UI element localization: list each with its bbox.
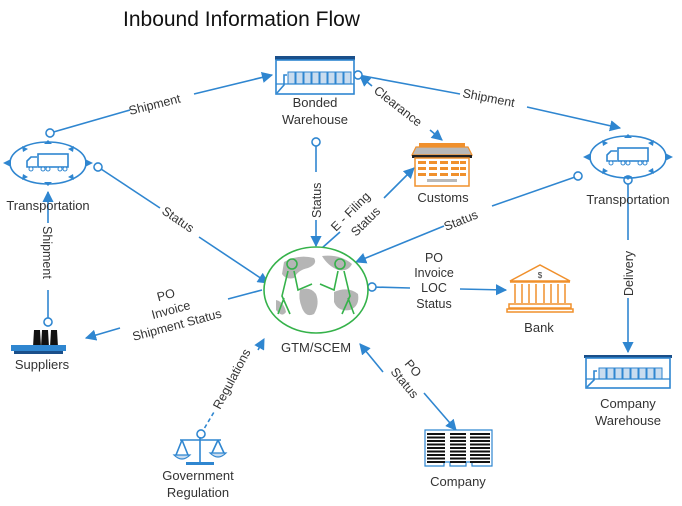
edge-label-shipment: Shipment <box>40 226 54 279</box>
truck-icon <box>3 140 93 186</box>
floor-stripe <box>470 454 490 456</box>
node-label: Bank <box>524 320 554 335</box>
node-label-line1: Bonded <box>293 95 338 110</box>
edge-label-status: Status <box>416 297 451 311</box>
node-transportation-left[interactable]: Transportation <box>3 140 93 213</box>
floor-stripe <box>450 450 466 453</box>
floor-stripe <box>427 454 445 456</box>
edge-label-shipment: Shipment <box>461 86 516 110</box>
edge-regulations: Regulations <box>196 338 265 439</box>
node-government-regulation[interactable]: Government Regulation <box>162 437 234 500</box>
floor-stripe <box>427 436 445 439</box>
floor-stripe <box>427 433 445 435</box>
edge-label-delivery: Delivery <box>622 250 636 296</box>
floor-stripe <box>427 457 445 460</box>
node-label-line2: Warehouse <box>282 112 348 127</box>
floor-stripe <box>450 436 466 439</box>
floor-stripe <box>450 443 466 446</box>
factory-icon <box>11 330 66 354</box>
edge-company-msg: PO Status <box>359 343 457 431</box>
floor-stripe <box>470 447 490 449</box>
node-company[interactable]: Company <box>424 429 493 489</box>
floor-stripe <box>427 450 445 453</box>
node-bank[interactable]: $ Bank <box>506 264 574 335</box>
edge-label-po: PO <box>155 286 176 304</box>
floor-stripe <box>470 436 490 439</box>
node-customs[interactable]: Customs <box>411 143 473 205</box>
edge-shipment-to-bonded: Shipment <box>45 71 274 138</box>
floor-stripe <box>427 447 445 449</box>
edge-label-regulations: Regulations <box>210 347 253 412</box>
edge-efiling: E - Filing Status <box>321 167 415 249</box>
floor-stripe <box>470 443 490 446</box>
edge-delivery: Delivery <box>622 175 636 354</box>
node-label-line1: Company <box>600 396 656 411</box>
edge-shipment-suppliers: Shipment <box>40 190 54 327</box>
customs-building-icon <box>411 143 473 187</box>
floor-stripe <box>427 461 445 463</box>
edge-label-shipment: Shipment <box>127 91 182 117</box>
edge-label-loc: LOC <box>421 281 447 295</box>
node-label-line2: Regulation <box>167 485 229 500</box>
node-suppliers[interactable]: Suppliers <box>11 330 70 372</box>
node-label: Suppliers <box>15 357 70 372</box>
edge-clearance: Clearance <box>359 75 443 141</box>
edge-label-status: Status <box>159 204 196 235</box>
node-bonded-warehouse[interactable]: Bonded Warehouse <box>275 56 355 127</box>
svg-text:$: $ <box>538 271 543 280</box>
edge-status-bonded: Status <box>310 137 324 248</box>
edge-status-left-transport: Status <box>93 162 269 284</box>
globe-handshake-icon <box>263 246 369 334</box>
truck-icon <box>583 134 673 180</box>
floor-stripe <box>427 443 445 446</box>
node-label: Transportation <box>6 198 89 213</box>
edge-suppliers-msg: PO Invoice Shipment Status <box>84 286 263 344</box>
floor-stripe <box>470 440 490 442</box>
floor-stripe <box>450 447 466 449</box>
edge-status-right-transport: Status <box>354 171 583 264</box>
warehouse-icon <box>584 355 672 389</box>
floor-stripe <box>470 433 490 435</box>
floor-stripe <box>470 450 490 453</box>
floor-stripe <box>427 440 445 442</box>
floor-stripe <box>450 454 466 456</box>
node-transportation-right[interactable]: Transportation <box>583 134 673 207</box>
node-company-warehouse[interactable]: Company Warehouse <box>584 355 672 428</box>
floor-stripe <box>470 461 490 463</box>
edge-label-po: PO <box>425 251 443 265</box>
edge-label-status: Status <box>310 183 324 218</box>
node-label: Company <box>430 474 486 489</box>
edge-label-clearance: Clearance <box>371 83 425 129</box>
warehouse-icon <box>275 56 355 95</box>
diagram-title: Inbound Information Flow <box>123 8 361 31</box>
floor-stripe <box>470 457 490 460</box>
scales-icon <box>172 437 228 465</box>
node-label: Transportation <box>586 192 669 207</box>
node-gtm-scem[interactable]: GTM/SCEM <box>263 246 369 355</box>
edge-bank-msg: PO Invoice LOC Status <box>367 251 508 311</box>
bank-icon: $ <box>506 264 574 313</box>
edge-label-status: Status <box>442 208 480 234</box>
edge-label-invoice: Invoice <box>414 266 454 280</box>
office-building-icon <box>424 429 493 467</box>
floor-stripe <box>450 433 466 435</box>
floor-stripe <box>450 457 466 460</box>
node-label: Customs <box>417 190 469 205</box>
floor-stripe <box>450 440 466 442</box>
floor-stripe <box>450 461 466 463</box>
node-label-line1: Government <box>162 468 234 483</box>
node-label: GTM/SCEM <box>281 340 351 355</box>
node-label-line2: Warehouse <box>595 413 661 428</box>
